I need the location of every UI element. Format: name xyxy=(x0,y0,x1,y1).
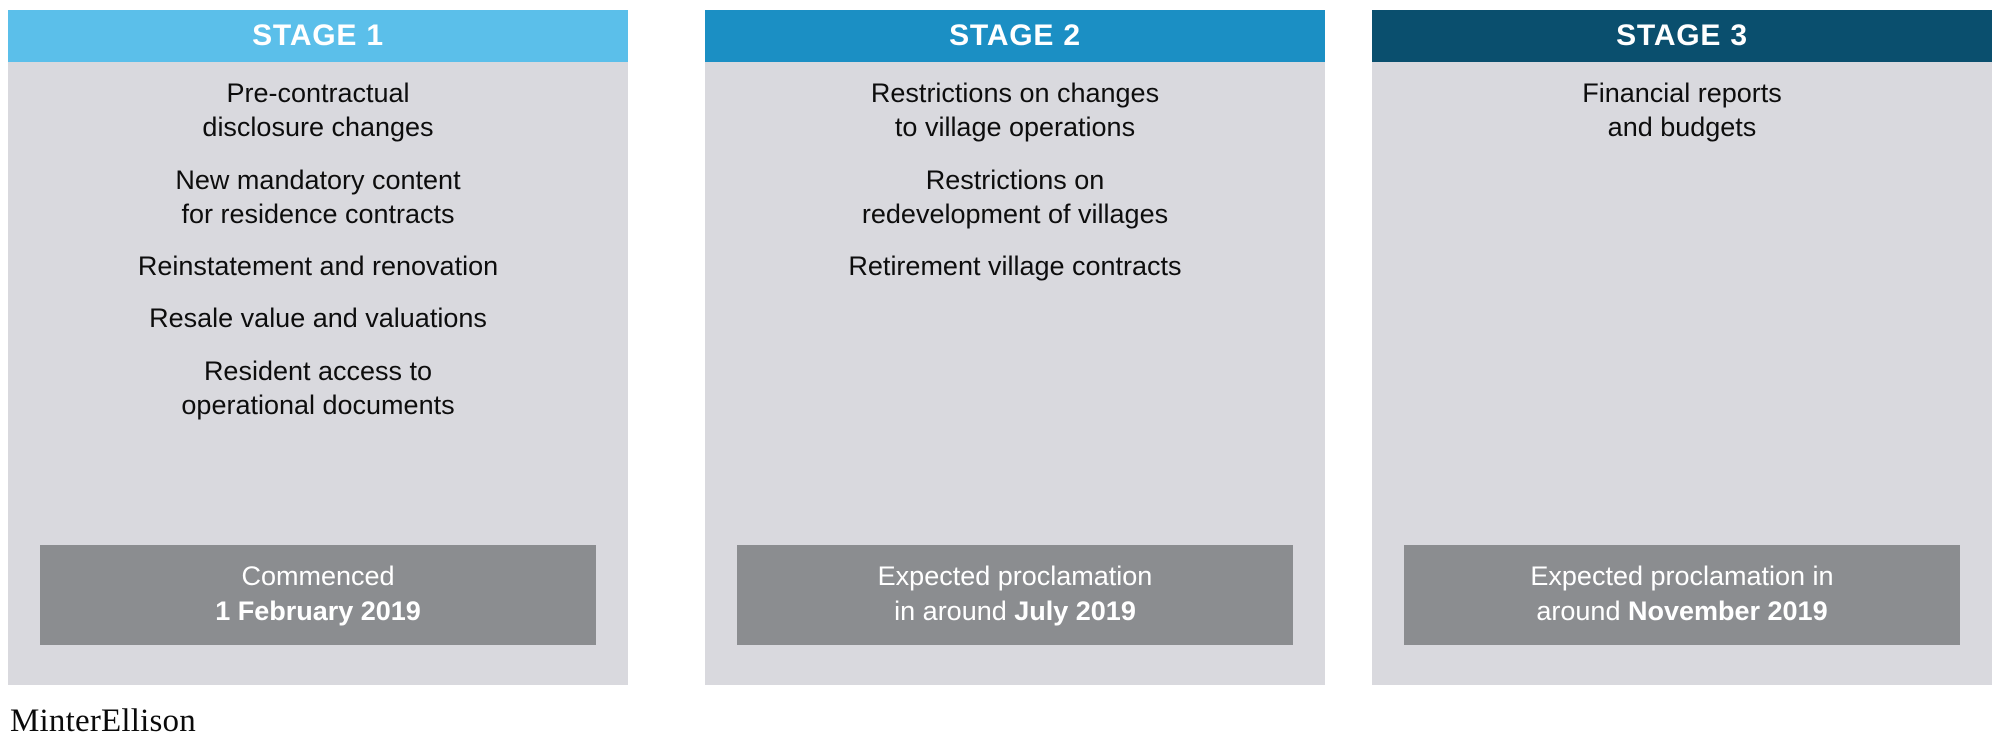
stage-2-status-line-2: in around July 2019 xyxy=(747,594,1283,629)
stage-2-status-lead: in around xyxy=(894,595,1015,626)
stage-1-body: Pre-contractual disclosure changes New m… xyxy=(8,62,628,545)
stage-2-status-banner: Expected proclamation in around July 201… xyxy=(737,544,1293,645)
stage-1-status-banner: Commenced 1 February 2019 xyxy=(40,544,596,645)
stage-3-body: Financial reports and budgets xyxy=(1372,62,1992,545)
stage-1-item-2: New mandatory content for residence cont… xyxy=(175,164,461,229)
stage-3-header-label: STAGE 3 xyxy=(1616,19,1748,52)
stage-3-status-line-2: around November 2019 xyxy=(1414,594,1950,629)
stage-2-item-1: Restrictions on changes to village opera… xyxy=(870,78,1160,143)
stage-3-status-lead: around xyxy=(1536,595,1628,626)
stage-1-item-3: Reinstatement and renovation xyxy=(137,251,499,282)
stage-2-item-2: Restrictions on redevelopment of village… xyxy=(861,164,1169,229)
stage-3-item-1: Financial reports and budgets xyxy=(1582,78,1782,143)
stage-3-footer: Expected proclamation in around November… xyxy=(1372,544,1992,685)
stage-1-footer: Commenced 1 February 2019 xyxy=(8,544,628,685)
stage-3-status-date: November 2019 xyxy=(1627,595,1828,626)
stage-1-status-date: 1 February 2019 xyxy=(215,595,421,626)
stage-1-status-line-2: 1 February 2019 xyxy=(50,594,586,629)
stage-1-header: STAGE 1 xyxy=(8,10,628,62)
stage-2-footer: Expected proclamation in around July 201… xyxy=(705,544,1325,685)
stage-panel-1: STAGE 1 Pre-contractual disclosure chang… xyxy=(8,10,628,685)
stage-2-body: Restrictions on changes to village opera… xyxy=(705,62,1325,545)
stage-2-status-date: July 2019 xyxy=(1014,595,1136,626)
stage-3-status-line-1: Expected proclamation in xyxy=(1530,560,1834,591)
stage-2-status-line-1: Expected proclamation xyxy=(877,560,1153,591)
stage-1-item-1: Pre-contractual disclosure changes xyxy=(202,78,434,143)
stage-1-header-label: STAGE 1 xyxy=(252,19,384,52)
stage-3-header: STAGE 3 xyxy=(1372,10,1992,62)
stage-1-item-5: Resident access to operational documents xyxy=(181,355,455,420)
stage-panel-3: STAGE 3 Financial reports and budgets Ex… xyxy=(1372,10,1992,685)
stage-3-status-banner: Expected proclamation in around November… xyxy=(1404,544,1960,645)
stage-1-status-line-1: Commenced xyxy=(241,560,395,591)
minterellison-logo: MinterEllison xyxy=(10,703,196,739)
stage-panel-2: STAGE 2 Restrictions on changes to villa… xyxy=(705,10,1325,685)
stage-2-item-3: Retirement village contracts xyxy=(848,251,1182,282)
stage-2-header-label: STAGE 2 xyxy=(949,19,1081,52)
stages-diagram: STAGE 1 Pre-contractual disclosure chang… xyxy=(8,10,1992,685)
stage-1-item-4: Resale value and valuations xyxy=(149,303,487,334)
stage-2-header: STAGE 2 xyxy=(705,10,1325,62)
